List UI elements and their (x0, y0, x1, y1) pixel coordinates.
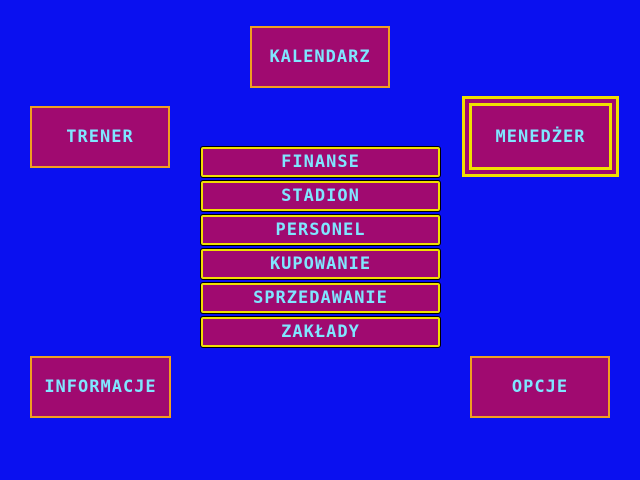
menu-item-label: PERSONEL (275, 220, 366, 240)
options-label: OPCJE (511, 377, 569, 397)
options-button[interactable]: OPCJE (470, 356, 610, 418)
menu-item-stadium[interactable]: STADION (200, 180, 441, 212)
trainer-button[interactable]: TRENER (30, 106, 170, 168)
menu-item-label: KUPOWANIE (269, 254, 372, 274)
menu-item-staff[interactable]: PERSONEL (200, 214, 441, 246)
menu-item-selling[interactable]: SPRZEDAWANIE (200, 282, 441, 314)
menu-item-bets[interactable]: ZAKŁADY (200, 316, 441, 348)
menu-item-label: SPRZEDAWANIE (253, 288, 388, 308)
menu-item-finances[interactable]: FINANSE (200, 146, 441, 178)
calendar-label: KALENDARZ (269, 47, 371, 67)
information-button[interactable]: INFORMACJE (30, 356, 171, 418)
information-label: INFORMACJE (44, 377, 157, 397)
menu-item-label: STADION (281, 186, 360, 206)
manager-button[interactable]: MENEDŻER (462, 96, 619, 177)
calendar-button[interactable]: KALENDARZ (250, 26, 390, 88)
manager-label: MENEDŻER (495, 126, 586, 147)
menu-item-label: FINANSE (281, 152, 360, 172)
menu-item-buying[interactable]: KUPOWANIE (200, 248, 441, 280)
trainer-label: TRENER (66, 127, 134, 147)
menu-item-label: ZAKŁADY (281, 322, 360, 342)
manager-button-inner: MENEDŻER (469, 103, 612, 170)
